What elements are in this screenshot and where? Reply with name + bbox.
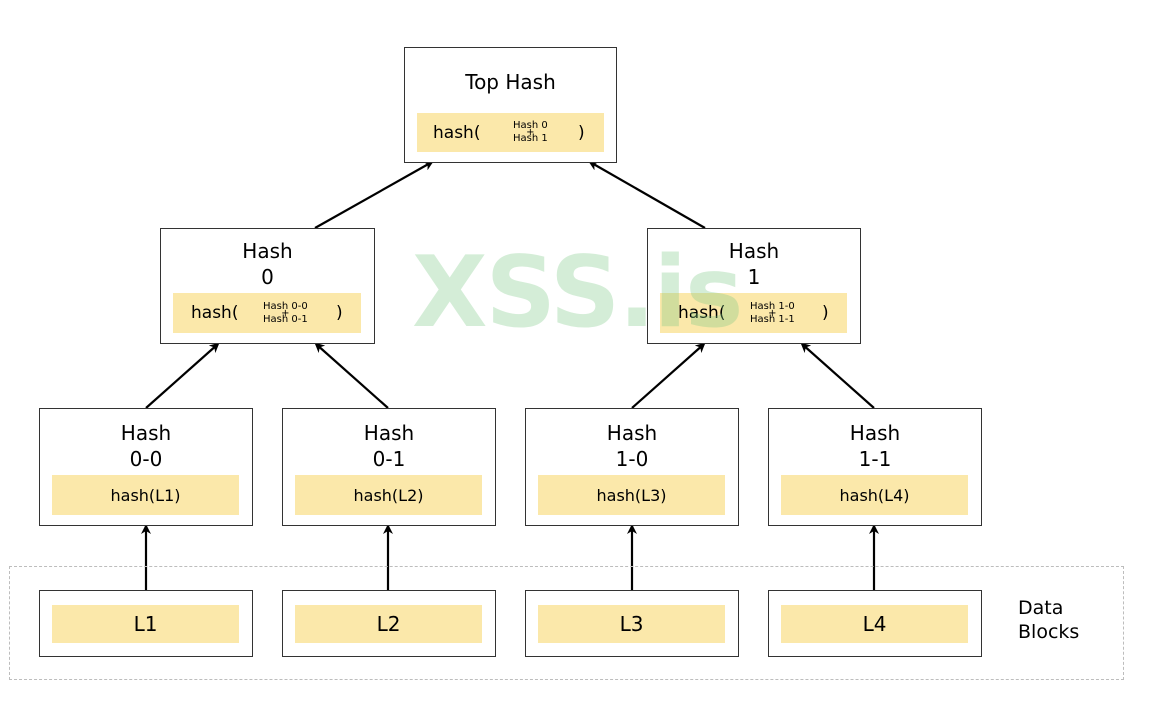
- hash-arg-2: Hash 1-1: [750, 313, 795, 325]
- hash-arg-2: Hash 1: [513, 133, 548, 144]
- hash-fn-open: hash(: [433, 122, 481, 143]
- data-block-label: L4: [781, 605, 968, 643]
- hash-1-title-line1: Hash: [728, 239, 780, 263]
- plus-sign: +: [768, 307, 777, 319]
- data-block-label: L3: [538, 605, 725, 643]
- data-blocks-group: [9, 566, 1124, 680]
- leaf-hash-title-line1: Hash: [363, 421, 415, 445]
- leaf-hash-title-line2: 0-0: [129, 447, 163, 471]
- leaf-hash-title-line2: 1-0: [615, 447, 649, 471]
- hash-fn-open: hash(: [191, 303, 239, 323]
- hash-arg-2: Hash 0-1: [263, 313, 308, 325]
- arrow-hash00-to-hash0: [145, 342, 220, 409]
- arrow-hash1-to-top: [588, 161, 706, 229]
- leaf-hash-formula: hash(L1): [52, 475, 239, 515]
- top-hash-title: Top Hash: [465, 70, 556, 94]
- hash-1-formula: hash( Hash 1-0 + Hash 1-1 ): [660, 293, 847, 333]
- data-block-label: L2: [295, 605, 482, 643]
- hash-args: Hash 1-0 + Hash 1-1: [750, 293, 795, 333]
- hash-fn-close: ): [822, 303, 829, 323]
- data-block-l2: L2: [282, 590, 496, 657]
- leaf-hash-formula: hash(L3): [538, 475, 725, 515]
- data-block-l1: L1: [39, 590, 253, 657]
- leaf-hash-formula: hash(L2): [295, 475, 482, 515]
- hash-0-title-line1: Hash: [242, 239, 293, 263]
- hash-0-1-node: Hash 0-1 hash(L2): [282, 408, 496, 526]
- hash-1-node: Hash 1 hash( Hash 1-0 + Hash 1-1 ): [647, 228, 861, 344]
- hash-0-title-line2: 0: [261, 265, 274, 289]
- hash-1-1-node: Hash 1-1 hash(L4): [768, 408, 982, 526]
- leaf-hash-title-line1: Hash: [606, 421, 658, 445]
- data-block-l4: L4: [768, 590, 982, 657]
- top-hash-node: Top Hash hash( Hash 0 + Hash 1 ): [404, 47, 617, 163]
- leaf-hash-title-line2: 0-1: [372, 447, 406, 471]
- hash-0-node: Hash 0 hash( Hash 0-0 + Hash 0-1 ): [160, 228, 375, 344]
- leaf-hash-formula: hash(L4): [781, 475, 968, 515]
- hash-fn-open: hash(: [678, 303, 726, 323]
- arrow-hash10-to-hash1: [631, 342, 706, 409]
- leaf-hash-title-line2: 1-1: [858, 447, 892, 471]
- plus-sign: +: [526, 127, 535, 138]
- hash-arg-1: Hash 0-0: [263, 300, 308, 312]
- hash-1-title-line2: 1: [747, 265, 761, 289]
- hash-0-0-node: Hash 0-0 hash(L1): [39, 408, 253, 526]
- data-block-label: L1: [52, 605, 239, 643]
- hash-args: Hash 0 + Hash 1: [513, 113, 548, 152]
- arrow-hash0-to-top: [314, 161, 434, 229]
- data-block-l3: L3: [525, 590, 739, 657]
- hash-fn-close: ): [336, 303, 343, 323]
- arrow-hash01-to-hash0: [314, 342, 389, 409]
- top-hash-formula: hash( Hash 0 + Hash 1 ): [417, 113, 604, 152]
- hash-args: Hash 0-0 + Hash 0-1: [263, 293, 308, 333]
- hash-1-0-node: Hash 1-0 hash(L3): [525, 408, 739, 526]
- data-blocks-label-line1: Data: [1018, 597, 1064, 619]
- hash-arg-1: Hash 0: [513, 120, 548, 131]
- plus-sign: +: [281, 307, 290, 319]
- hash-fn-close: ): [578, 122, 585, 143]
- data-blocks-label: Data Blocks: [1018, 596, 1079, 644]
- hash-0-formula: hash( Hash 0-0 + Hash 0-1 ): [173, 293, 361, 333]
- hash-arg-1: Hash 1-0: [750, 300, 795, 312]
- data-blocks-label-line2: Blocks: [1018, 621, 1080, 643]
- leaf-hash-title-line1: Hash: [849, 421, 901, 445]
- leaf-hash-title-line1: Hash: [120, 421, 172, 445]
- arrow-hash11-to-hash1: [800, 342, 875, 409]
